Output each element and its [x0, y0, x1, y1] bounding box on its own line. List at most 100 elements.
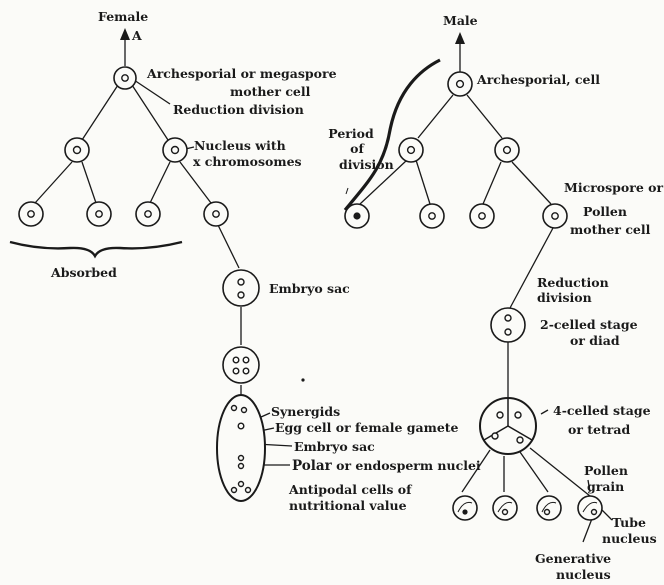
tube-label-2: nucleus	[602, 531, 657, 546]
nucleus	[237, 278, 245, 286]
pollen-walls	[457, 501, 598, 513]
pollen-inner	[541, 501, 557, 513]
archesporial-label: Archesporial or megaspore	[147, 66, 337, 81]
polar-label: Polar or endosperm nuclei	[292, 458, 481, 474]
male-branch-line	[417, 94, 454, 139]
period-of-label: of	[350, 141, 364, 156]
egg-nucleus	[237, 422, 245, 430]
period-label: Period	[328, 126, 374, 141]
female-heading: Female	[98, 9, 149, 24]
microspore-label: Microspore or	[564, 180, 664, 195]
nucleus	[491, 432, 499, 440]
pollen-grain	[536, 495, 562, 521]
embryo-sac-label-2: Embryo sac	[294, 439, 375, 454]
female-branch-line	[217, 224, 240, 269]
polar-nucleus	[237, 462, 245, 470]
male-branch-line	[529, 447, 591, 497]
nucleus	[232, 356, 240, 364]
tetrad-wall	[507, 425, 533, 441]
antipodal-label: Antipodal cells of	[289, 482, 412, 497]
nucleus	[551, 212, 559, 220]
female-branch-line	[81, 161, 97, 204]
polar-rest: or endosperm nuclei	[331, 458, 481, 473]
reduction-pointer	[133, 79, 171, 105]
nucleus	[516, 436, 524, 444]
pollen-grain-label-2: grain	[587, 479, 625, 494]
pollen-grain	[577, 495, 603, 521]
male-branch-line	[466, 94, 503, 139]
dark-nucleus	[353, 212, 361, 220]
female-arrowhead	[120, 28, 130, 40]
tube-label: Tube	[612, 515, 646, 530]
synergid-nucleus	[240, 406, 248, 414]
polar-nucleus	[237, 454, 245, 462]
male-reduction-label-2: division	[537, 290, 592, 305]
nucleus	[72, 145, 82, 155]
nucleus	[428, 212, 436, 220]
brace-tick	[345, 187, 349, 195]
nucleus	[496, 411, 504, 419]
nucleus	[242, 356, 250, 364]
diad-cell	[490, 307, 526, 343]
nucleus	[590, 508, 598, 516]
dark-nucleus	[462, 509, 468, 515]
nucleus-label-2: x chromosomes	[193, 154, 302, 169]
egg-cell-label: Egg cell or female gamete	[275, 420, 459, 435]
synergids-label: Synergids	[271, 404, 341, 419]
female-branch-line	[179, 161, 212, 204]
nucleus	[237, 291, 245, 299]
tetrad-label: or tetrad	[568, 422, 631, 437]
male-archesporial-label: Archesporial, cell	[477, 72, 600, 87]
nuclei	[27, 74, 598, 516]
nucleus	[232, 367, 240, 375]
male-arrowhead	[455, 32, 465, 44]
pollen-grain	[452, 495, 478, 521]
reduction-label: Reduction division	[173, 102, 304, 117]
male-branch-line	[511, 161, 552, 205]
nucleus	[121, 74, 129, 82]
male-branch-line	[519, 451, 549, 493]
male-branch-line	[415, 159, 431, 205]
antipodal-nucleus	[237, 480, 245, 488]
nucleus	[95, 210, 103, 218]
female-branch-line	[81, 84, 119, 141]
nucleus	[170, 145, 180, 155]
embryo-sac-label: Embryo sac	[269, 281, 350, 296]
nucleus	[144, 210, 152, 218]
male-branch-line	[509, 227, 554, 309]
nucleus	[27, 210, 35, 218]
pollen-inner	[582, 501, 598, 513]
pollen-inner	[457, 501, 473, 513]
nucleus	[502, 145, 512, 155]
synergid-nucleus	[230, 404, 238, 412]
male-branch-line	[359, 159, 408, 205]
nucleus-label: Nucleus with	[194, 138, 286, 153]
pollen-inner	[497, 501, 513, 513]
pollen-grain	[492, 495, 518, 521]
female-branch-line	[149, 161, 171, 204]
nucleus	[478, 212, 486, 220]
mature-embryo-sac	[216, 394, 266, 502]
absorbed-label: Absorbed	[51, 265, 117, 280]
generative-label-2: nucleus	[556, 567, 611, 582]
embryo-sac-4-nucleus	[222, 346, 260, 384]
arrowheads	[120, 28, 465, 44]
two-celled-label: 2-celled stage	[540, 317, 638, 332]
diad-label: or diad	[570, 333, 620, 348]
female-branch-line	[131, 84, 169, 141]
nucleus	[455, 79, 465, 89]
braces	[9, 58, 441, 259]
nucleus	[543, 508, 551, 516]
pollen-grain-pointer	[587, 479, 591, 493]
nucleus	[406, 145, 416, 155]
nucleus	[514, 411, 522, 419]
nucleus	[504, 314, 512, 322]
antipodal-nucleus	[230, 486, 238, 494]
ink-speck	[301, 378, 305, 382]
embryo-sac-2-nucleus	[222, 269, 260, 307]
period-of-division-brace	[343, 58, 441, 212]
nucleus	[242, 367, 250, 375]
generative-label: Generative	[535, 551, 612, 566]
male-branch-line	[461, 449, 491, 493]
pollen-label: Pollen	[583, 204, 627, 219]
